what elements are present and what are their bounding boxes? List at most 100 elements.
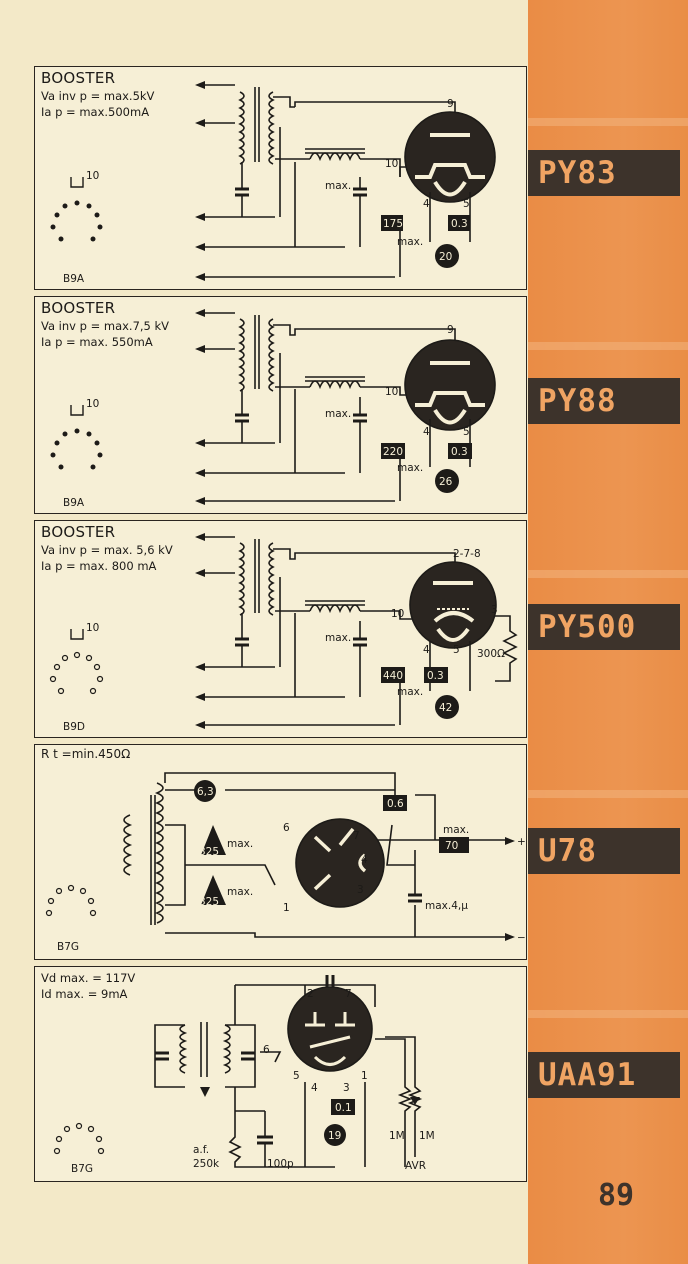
diode-value: 325: [199, 896, 219, 908]
pin-label: 10: [86, 170, 99, 182]
strip-band: [528, 570, 688, 578]
pin-label: 4: [361, 854, 368, 866]
strip-band: [528, 1010, 688, 1018]
max-label: max.: [325, 632, 351, 644]
tab-py83[interactable]: PY83: [528, 150, 680, 196]
capacitor-value: 100p: [267, 1158, 294, 1170]
strip-band: [528, 118, 688, 126]
spec-line: Va inv p = max.7,5 kV: [41, 319, 170, 333]
pin-label: 10: [385, 158, 398, 170]
pin-label: 10: [385, 386, 398, 398]
circuit-panel-py500: BOOSTER Va inv p = max. 5,6 kV Ia p = ma…: [34, 520, 527, 738]
af-label: a.f.: [193, 1144, 209, 1156]
schematic: 9 10 4 5 max. 220 max. 0.3 26 10: [50, 309, 496, 505]
pin-label: 10: [391, 608, 404, 620]
heater-current: 0.3: [427, 670, 444, 682]
avr-label: AVR: [405, 1160, 426, 1172]
socket-type: B9A: [63, 273, 85, 285]
panel-title: R t =min.450Ω: [41, 747, 131, 761]
schematic: 2-7-8 10 4 5 3 300Ω max. 440 max. 0.3 42…: [49, 533, 518, 729]
max-label: max.: [325, 180, 351, 192]
socket-type: B9D: [63, 721, 85, 733]
pot-value: 250k: [193, 1158, 220, 1170]
max-label: max.: [227, 886, 253, 898]
tab-py88[interactable]: PY88: [528, 378, 680, 424]
max-label: max.: [325, 408, 351, 420]
schematic: 2 7 6 5 4 3 1 0.1 19 a.f. 250k 100p 1M 1…: [53, 975, 435, 1172]
pin-label: 3: [491, 604, 498, 616]
page-number: 89: [598, 1178, 635, 1213]
pin-label: 9: [447, 98, 454, 110]
strip-band: [528, 342, 688, 350]
heater-current: 0.3: [451, 446, 468, 458]
circuit-panel-u78: R t =min.450Ω: [34, 744, 527, 960]
circle-value: 42: [439, 702, 452, 714]
pin-label: 3: [357, 884, 364, 896]
panel-title: BOOSTER: [41, 69, 116, 87]
heater-current: 0.1: [335, 1102, 352, 1114]
capacitor-value: max.4,μ: [425, 900, 468, 912]
pin-label: 4: [311, 1082, 318, 1094]
resistor-label: 300Ω: [477, 648, 505, 660]
schematic: 6,3 325 325 max. max. 0.6 max. 70 + − ma…: [45, 772, 526, 944]
tab-py500[interactable]: PY500: [528, 604, 680, 650]
circuit-panel-py83: BOOSTER Va inv p = max.5kV Ia p = max.50…: [34, 66, 527, 290]
output-current: 70: [445, 840, 458, 852]
circuit-panel-py88: BOOSTER Va inv p = max.7,5 kV Ia p = max…: [34, 296, 527, 514]
panel-title: BOOSTER: [41, 299, 116, 317]
pin-label: 10: [86, 398, 99, 410]
pin-label: 4: [423, 644, 430, 656]
pin-label: 5: [463, 426, 470, 438]
pin-label: 6: [283, 822, 290, 834]
tab-u78[interactable]: U78: [528, 828, 680, 874]
circle-value: 6,3: [197, 786, 214, 798]
pin-label: 2-7-8: [453, 548, 481, 560]
pin-label: 1: [283, 902, 290, 914]
pin-label: 5: [293, 1070, 300, 1082]
pin-label: 5: [453, 644, 460, 656]
circle-value: 26: [439, 476, 453, 488]
minus-terminal: −: [517, 932, 526, 944]
pin-label: 10: [86, 622, 99, 634]
circle-value: 19: [328, 1130, 341, 1142]
strip-band: [528, 790, 688, 798]
schematic: 9 10 4 5 max. 175 max. 0.3 20 10: [50, 81, 496, 281]
panel-title: BOOSTER: [41, 523, 116, 541]
max-label: max.: [397, 462, 423, 474]
resistor-value: 175: [383, 218, 403, 230]
pin-label: 6: [263, 1044, 270, 1056]
pin-label: 1: [361, 1070, 368, 1082]
heater-current: 0.3: [451, 218, 468, 230]
pin-label: 3: [343, 1082, 350, 1094]
resistor-value: 1M: [419, 1130, 435, 1142]
pin-label: 9: [447, 324, 454, 336]
socket-type: B7G: [71, 1163, 94, 1175]
resistor-value: 0.6: [387, 798, 404, 810]
resistor-value: 220: [383, 446, 403, 458]
pin-label: 7: [353, 830, 360, 842]
max-label: max.: [397, 236, 423, 248]
spec-line: Va inv p = max. 5,6 kV: [41, 543, 173, 557]
pin-label: 7: [345, 988, 352, 1000]
resistor-value: 440: [383, 670, 403, 682]
max-label: max.: [227, 838, 253, 850]
circle-value: 20: [439, 251, 452, 263]
max-label: max.: [397, 686, 423, 698]
diode-value: 325: [199, 846, 219, 858]
spec-line: Va inv p = max.5kV: [41, 89, 155, 103]
plus-terminal: +: [517, 836, 526, 848]
pin-label: 5: [463, 198, 470, 210]
pin-label: 2: [307, 988, 314, 1000]
max-label: max.: [443, 824, 469, 836]
socket-type: B9A: [63, 497, 85, 509]
spec-line: Ia p = max. 800 mA: [41, 559, 157, 573]
spec-line: Ia p = max. 550mA: [41, 335, 153, 349]
spec-line: Vd max. = 117V: [41, 971, 136, 985]
circuit-panel-uaa91: Vd max. = 117V Id max. = 9mA: [34, 966, 527, 1182]
pin-label: 4: [423, 426, 430, 438]
socket-type: B7G: [57, 941, 80, 953]
tab-uaa91[interactable]: UAA91: [528, 1052, 680, 1098]
resistor-value: 1M: [389, 1130, 405, 1142]
pin-label: 4: [423, 198, 430, 210]
